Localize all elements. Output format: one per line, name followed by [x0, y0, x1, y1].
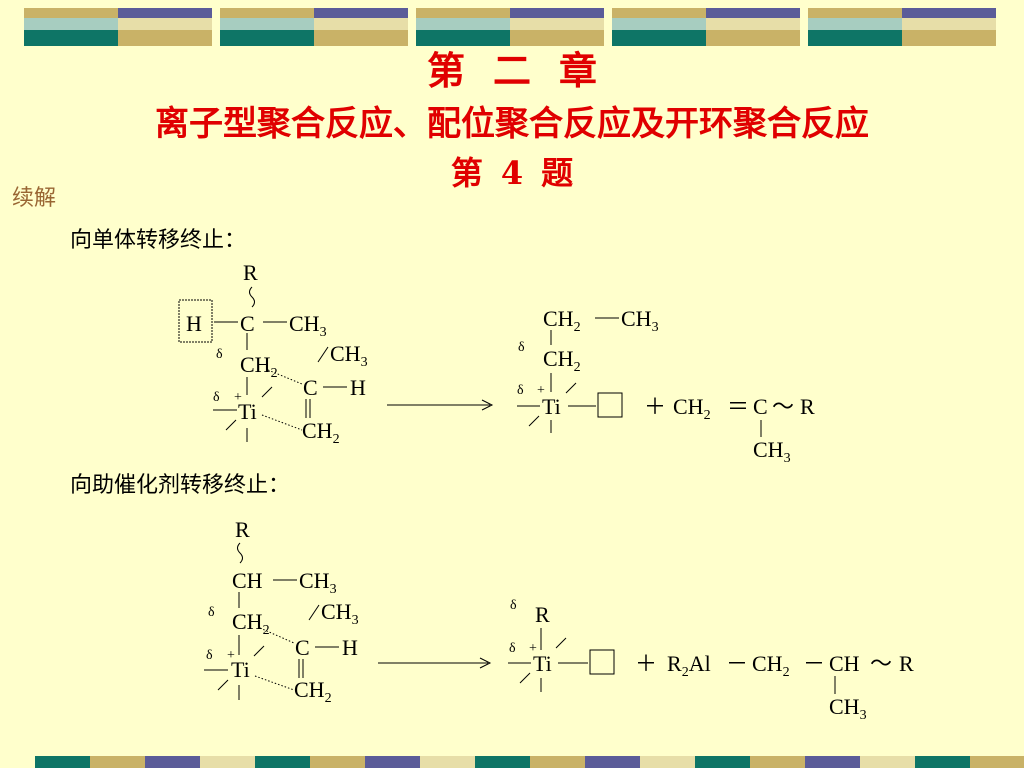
arrow-head: [479, 657, 492, 669]
methine-group: CH: [232, 568, 263, 593]
carbon-atom: C: [295, 635, 310, 660]
methylene-group: CH2: [543, 306, 581, 335]
methylene-group: CH2: [294, 677, 332, 706]
vacant-site-box: [589, 649, 615, 675]
top-decoration-banner: [24, 8, 996, 46]
methylene-group: CH2: [240, 352, 278, 381]
hydrogen-atom: H: [342, 635, 358, 660]
bond: [253, 645, 265, 657]
wavy-bond: [237, 542, 243, 564]
methyl-group: CH3: [330, 341, 368, 370]
delta-symbol: δ: [213, 390, 220, 405]
delta-symbol: δ: [517, 383, 524, 398]
highlight-box-h: [178, 299, 213, 343]
single-bond: －: [726, 651, 748, 676]
titanium-atom: Ti: [542, 394, 561, 419]
bond: [565, 382, 577, 394]
dotted-coordination: [259, 627, 295, 644]
delta-symbol: δ: [206, 648, 213, 663]
titanium-atom: Ti: [231, 657, 250, 682]
plus-sign: ＋: [644, 394, 666, 419]
titanium-atom: Ti: [533, 651, 552, 676]
substituent-r: R: [235, 517, 250, 542]
methine-group: CH: [829, 651, 860, 676]
question-title: 第4题: [450, 154, 592, 192]
partial-plus: +: [234, 390, 242, 405]
substituent-r: R: [800, 394, 815, 419]
delta-symbol: δ: [509, 641, 516, 656]
methylene-group: CH2: [232, 609, 270, 638]
dotted-coordination: [267, 369, 303, 385]
bottom-decoration-strip: [35, 756, 1024, 768]
methylene-group: CH2: [673, 394, 711, 423]
methylene-group: CH2: [752, 651, 790, 680]
wavy-bond-symbol: ～: [772, 394, 794, 419]
methyl-group: CH3: [321, 599, 359, 628]
bond: [528, 415, 540, 427]
methyl-group: CH3: [621, 306, 659, 335]
delta-symbol: δ: [510, 598, 517, 613]
methylene-group: CH2: [543, 346, 581, 375]
wavy-bond-symbol: ～: [870, 651, 892, 676]
dialkylaluminum-group: R2Al: [667, 651, 711, 680]
dotted-coordination: [261, 414, 303, 431]
bond: [519, 672, 531, 684]
delta-symbol: δ: [518, 340, 525, 355]
double-bond: ＝: [727, 394, 749, 419]
partial-plus: +: [537, 383, 545, 398]
partial-plus: +: [529, 641, 537, 656]
methyl-group: CH3: [289, 311, 327, 340]
substituent-r: R: [243, 260, 258, 285]
bond: [217, 679, 229, 691]
bond: [308, 604, 320, 621]
continued-solution-label: 续解: [12, 186, 57, 211]
methyl-group: CH3: [299, 568, 337, 597]
arrow-head: [481, 399, 494, 411]
substituent-r: R: [535, 602, 550, 627]
single-bond: －: [803, 651, 825, 676]
bond: [555, 637, 567, 649]
bond: [225, 419, 237, 431]
bond: [261, 386, 273, 398]
carbon-atom: C: [303, 375, 318, 400]
methylene-group: CH2: [302, 418, 340, 447]
titanium-atom: Ti: [238, 399, 257, 424]
chapter-title: 第二章: [426, 48, 625, 93]
plus-sign: ＋: [635, 651, 657, 676]
bond: [317, 346, 329, 363]
carbon-atom: C: [240, 311, 255, 336]
partial-plus: +: [227, 648, 235, 663]
section-heading-monomer-transfer: 向单体转移终止：: [70, 228, 247, 253]
dotted-coordination: [254, 675, 295, 691]
substituent-r: R: [899, 651, 914, 676]
hydrogen-atom: H: [186, 311, 202, 336]
delta-symbol: δ: [208, 605, 215, 620]
wavy-bond: [249, 286, 255, 308]
topic-title: 离子型聚合反应、配位聚合反应及开环聚合反应: [155, 104, 869, 144]
hydrogen-atom: H: [350, 375, 366, 400]
section-heading-cocatalyst-transfer: 向助催化剂转移终止：: [70, 473, 291, 498]
vacant-site-box: [597, 392, 623, 418]
methyl-group: CH3: [829, 694, 867, 723]
delta-symbol: δ: [216, 347, 223, 362]
carbon-atom: C: [753, 394, 768, 419]
methyl-group: CH3: [753, 437, 791, 466]
